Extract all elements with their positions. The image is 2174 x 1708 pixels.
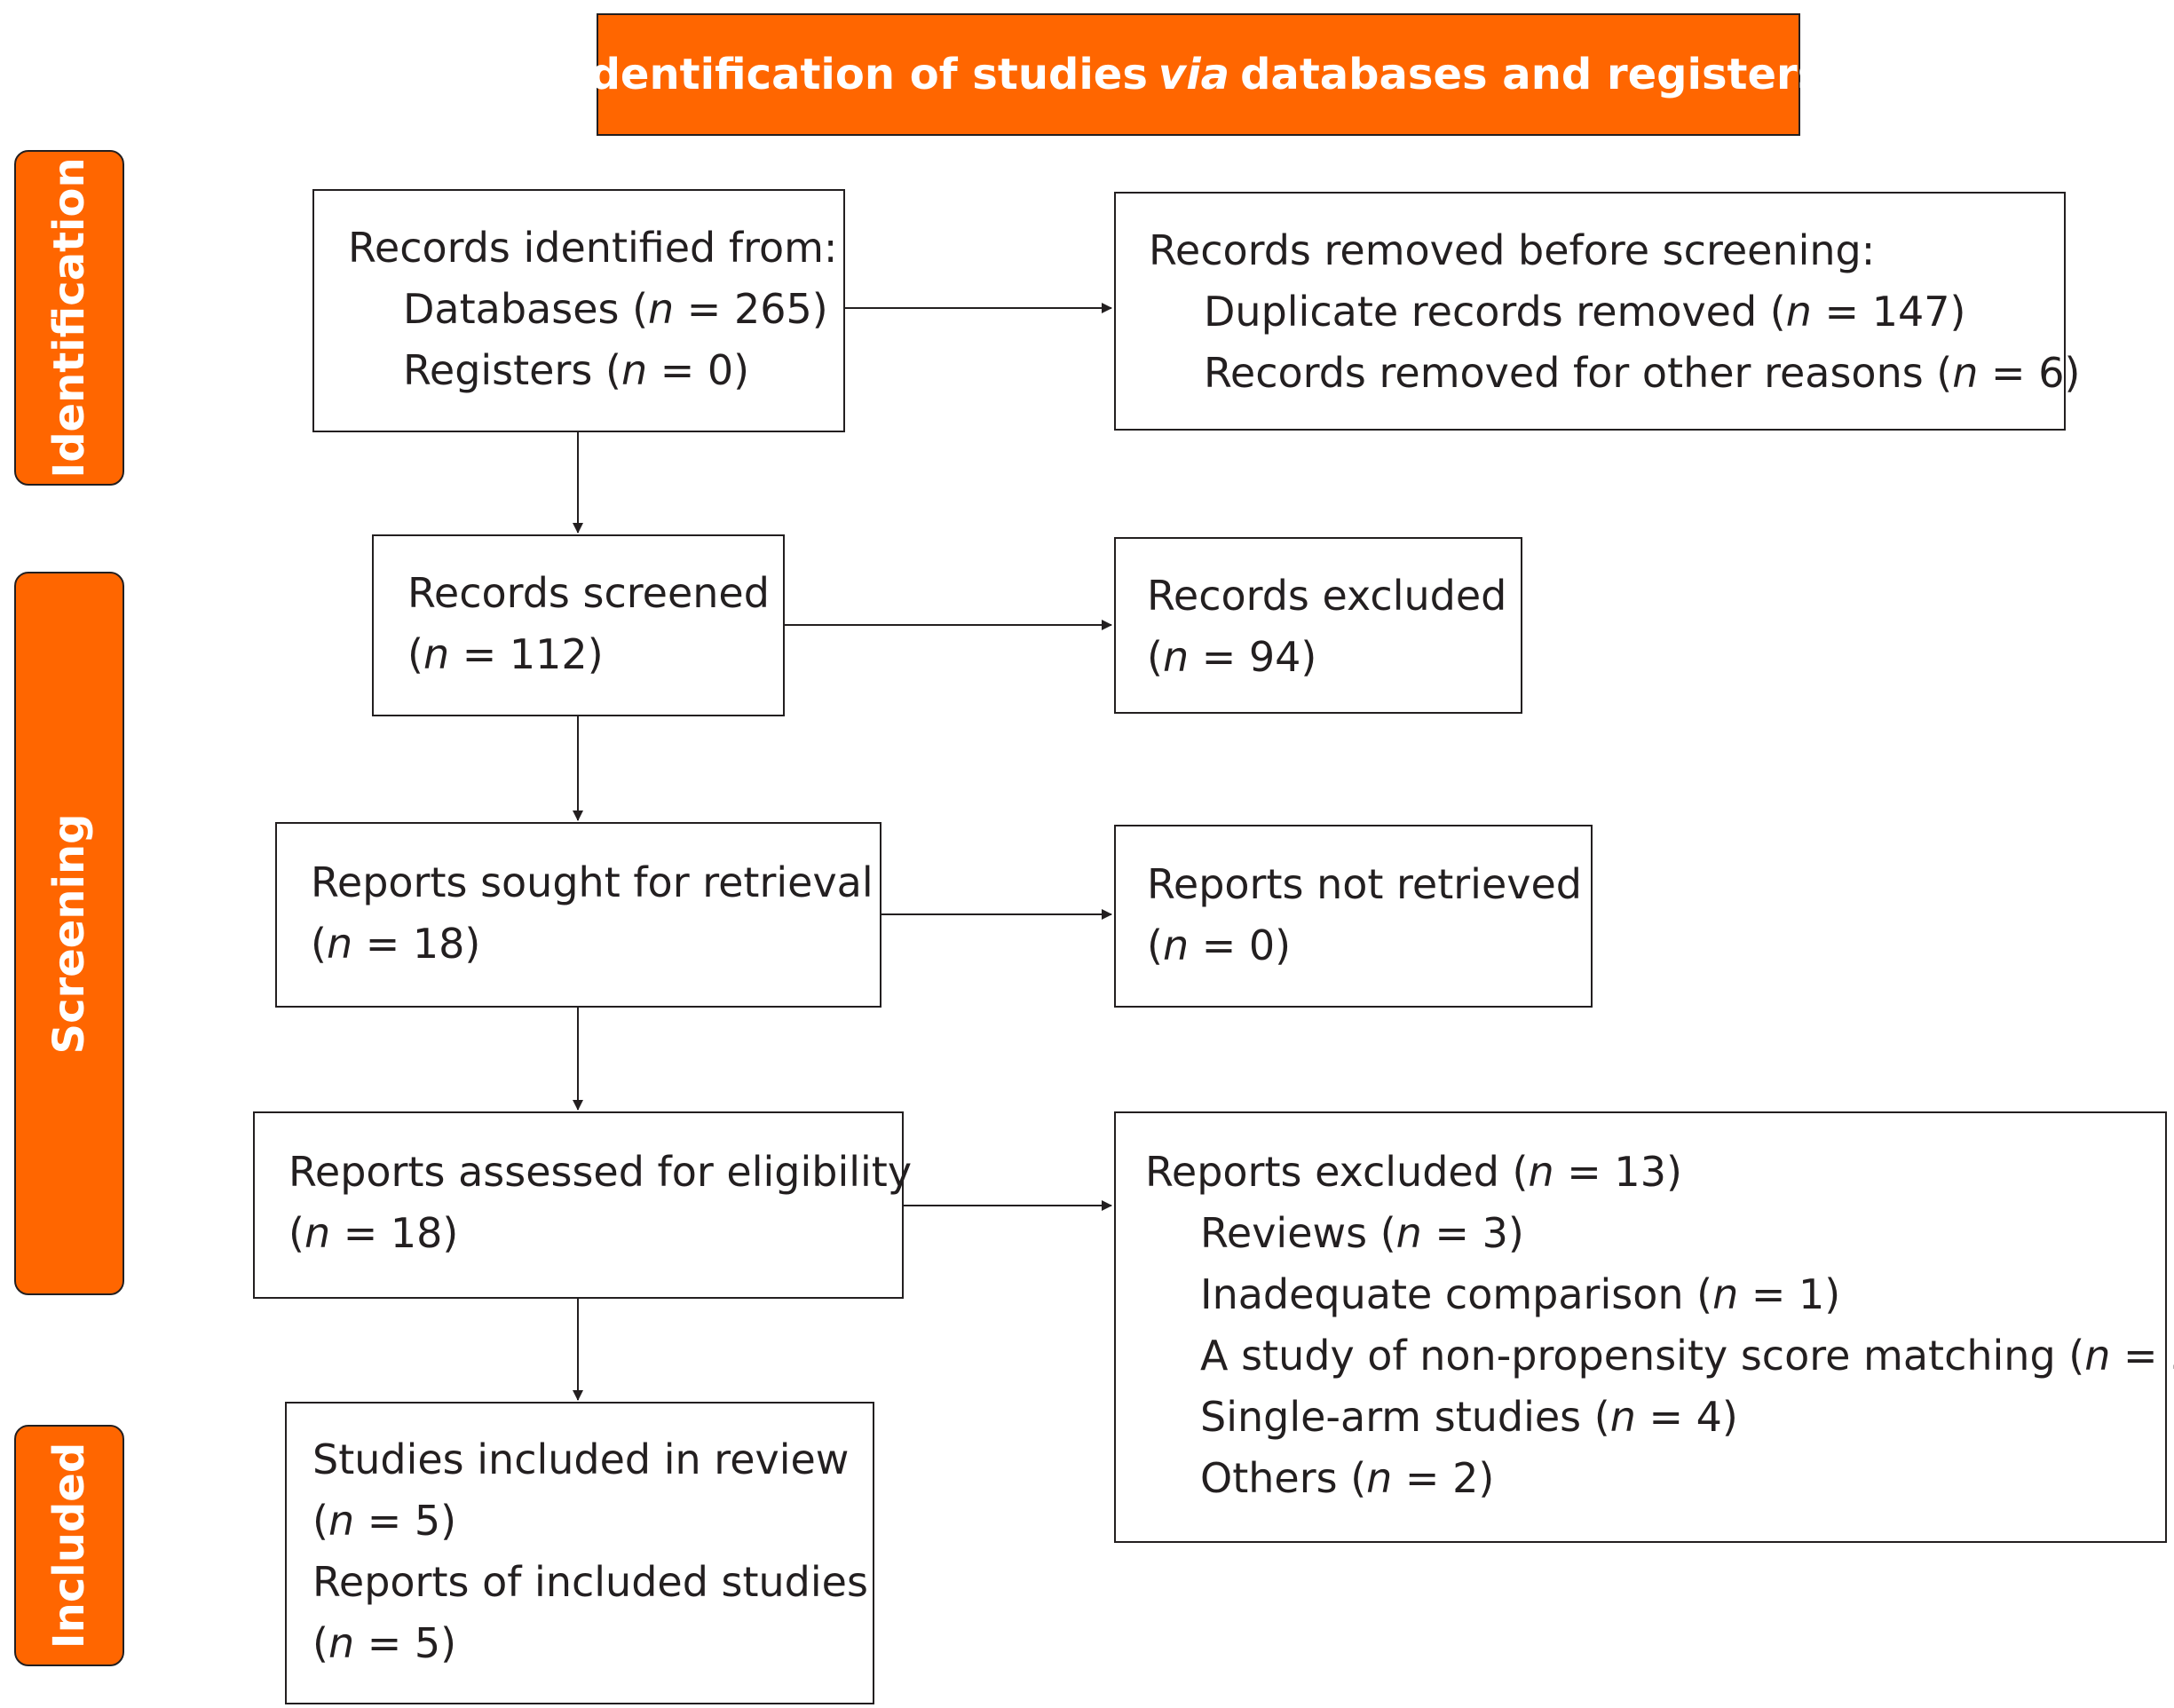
registers-line: Registers (n = 0)	[403, 346, 750, 394]
duplicates-line: Duplicate records removed (n = 147)	[1204, 288, 1966, 336]
reports-assessed-title: Reports assessed for eligibility	[289, 1148, 913, 1196]
reports-excluded-title: Reports excluded (n = 13)	[1145, 1148, 1682, 1196]
reports-assessed-box	[253, 1111, 904, 1299]
records-identified-box	[312, 189, 845, 432]
studies-included-count: (n = 5)	[312, 1497, 457, 1545]
reports-sought-text: Reports sought for retrieval (n = 18)	[311, 852, 874, 975]
reports-included-count: (n = 5)	[312, 1619, 457, 1667]
reports-excluded-text: Reports excluded (n = 13) Reviews (n = 3…	[1145, 1142, 2174, 1509]
reports-excluded-box	[1114, 1111, 2167, 1543]
header-prefix: Identification of studies	[573, 50, 1148, 99]
records-excluded-box	[1114, 537, 1522, 714]
exclusion-reason-item: Others (n = 2)	[1200, 1454, 1495, 1502]
reports-not-retrieved-title: Reports not retrieved	[1147, 860, 1582, 908]
header-suffix: databases and registers	[1240, 50, 1823, 99]
records-screened-text: Records screened (n = 112)	[407, 563, 770, 685]
header-italic: via	[1158, 50, 1230, 99]
exclusion-reason-item: A study of non-propensity score matching…	[1200, 1332, 2174, 1380]
records-screened-title: Records screened	[407, 569, 770, 617]
records-removed-box	[1114, 192, 2066, 431]
reports-not-retrieved-text: Reports not retrieved (n = 0)	[1147, 854, 1582, 977]
studies-included-text: Studies included in review (n = 5) Repor…	[312, 1429, 868, 1674]
records-screened-count: (n = 112)	[407, 630, 604, 678]
exclusion-reason-item: Inadequate comparison (n = 1)	[1200, 1270, 1841, 1318]
reports-included-title: Reports of included studies	[312, 1558, 868, 1606]
databases-line: Databases (n = 265)	[403, 285, 828, 333]
records-removed-text: Records removed before screening: Duplic…	[1149, 220, 2080, 404]
records-removed-title: Records removed before screening:	[1149, 226, 1876, 274]
studies-included-box	[285, 1402, 874, 1704]
phase-identification: Identification	[14, 150, 124, 486]
exclusion-reason-item: Single-arm studies (n = 4)	[1200, 1393, 1738, 1441]
records-screened-box	[372, 534, 785, 716]
phase-included: Included	[14, 1425, 124, 1666]
other-reasons-line: Records removed for other reasons (n = 6…	[1204, 349, 2081, 397]
records-excluded-count: (n = 94)	[1147, 633, 1317, 681]
reports-not-retrieved-count: (n = 0)	[1147, 921, 1292, 969]
reports-sought-title: Reports sought for retrieval	[311, 858, 874, 906]
studies-included-title: Studies included in review	[312, 1435, 850, 1483]
header-banner: Identification of studies via databases …	[574, 13, 1822, 136]
exclusion-reason-item: Reviews (n = 3)	[1200, 1209, 1524, 1257]
reports-not-retrieved-box	[1114, 825, 1593, 1008]
records-excluded-text: Records excluded (n = 94)	[1147, 565, 1506, 688]
reports-sought-count: (n = 18)	[311, 920, 481, 968]
reports-assessed-text: Reports assessed for eligibility (n = 18…	[289, 1142, 912, 1264]
records-excluded-title: Records excluded	[1147, 572, 1507, 620]
records-identified-title: Records identified from:	[348, 224, 838, 272]
records-identified-text: Records identified from: Databases (n = …	[348, 217, 837, 401]
phase-screening: Screening	[14, 572, 124, 1295]
reports-assessed-count: (n = 18)	[289, 1209, 459, 1257]
reports-sought-box	[275, 822, 881, 1008]
